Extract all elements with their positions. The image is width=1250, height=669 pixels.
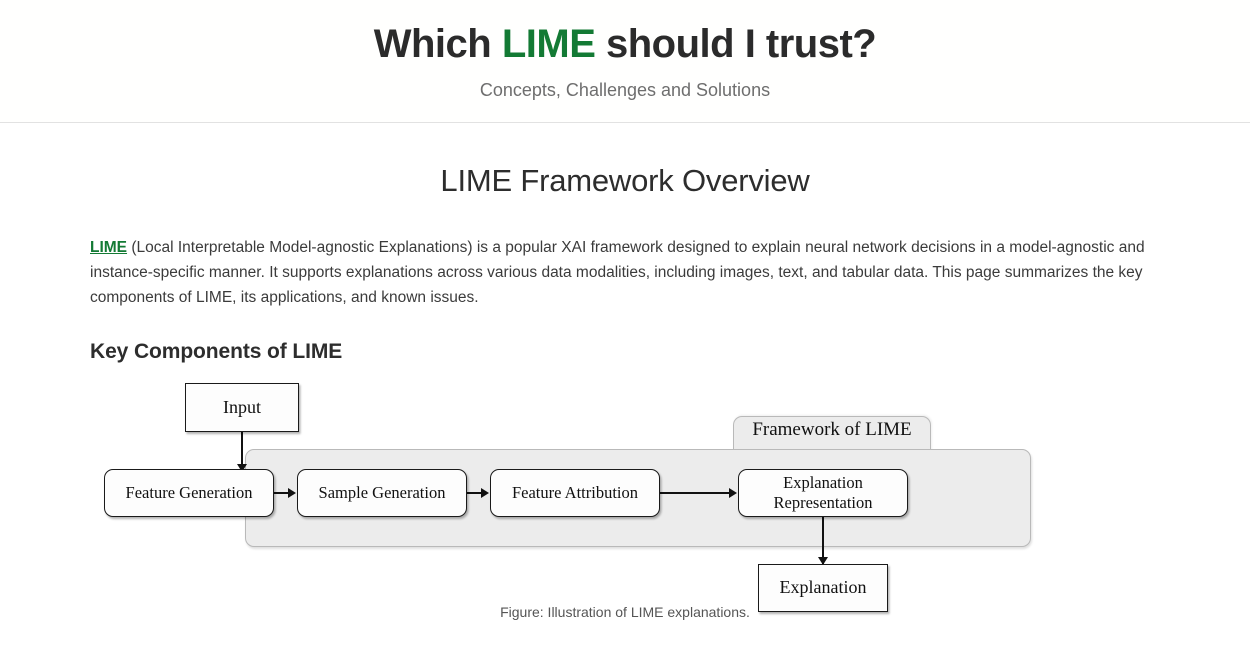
diagram-node-feature-attribution: Feature Attribution bbox=[490, 468, 660, 517]
figure-block: Framework of LIME Input Feature Generati… bbox=[90, 376, 1160, 626]
diagram-node-explanation-representation-line1: Explanation bbox=[783, 473, 863, 493]
connector-input-to-feature-generation bbox=[241, 431, 243, 472]
arrowhead-explanation-representation-to-explanation bbox=[818, 556, 828, 565]
diagram-node-feature-generation: Feature Generation bbox=[104, 468, 274, 517]
arrowhead-feature-attribution-to-explanation-representation bbox=[729, 487, 737, 498]
arrowhead-feature-generation-to-sample-generation bbox=[288, 487, 296, 498]
page-title: Which LIME should I trust? bbox=[0, 22, 1250, 66]
arrowhead-input-to-feature-generation bbox=[237, 463, 247, 472]
intro-paragraph-text: (Local Interpretable Model-agnostic Expl… bbox=[90, 238, 1145, 306]
intro-paragraph: LIME (Local Interpretable Model-agnostic… bbox=[90, 235, 1160, 310]
connector-explanation-representation-to-explanation bbox=[822, 516, 824, 565]
page-subtitle: Concepts, Challenges and Solutions bbox=[479, 80, 771, 100]
lime-link[interactable]: LIME bbox=[90, 238, 128, 256]
diagram-node-explanation-representation: Explanation Representation bbox=[738, 468, 908, 517]
subsection-title: Key Components of LIME bbox=[90, 339, 343, 363]
diagram-node-explanation-representation-line2: Representation bbox=[773, 492, 873, 512]
arrowhead-sample-generation-to-feature-attribution bbox=[481, 487, 489, 498]
connector-sample-generation-to-feature-attribution bbox=[467, 491, 483, 494]
framework-container-label: Framework of LIME bbox=[752, 418, 912, 440]
diagram-node-explanation: Explanation bbox=[758, 563, 888, 612]
page-title-prefix: Which bbox=[373, 22, 502, 66]
page-title-brand: LIME bbox=[501, 22, 596, 66]
page-title-suffix: should I trust? bbox=[595, 22, 877, 66]
connector-feature-generation-to-sample-generation bbox=[274, 491, 290, 494]
main-content: LIME Framework Overview LIME (Local Inte… bbox=[90, 163, 1160, 626]
page-header: Which LIME should I trust? Concepts, Cha… bbox=[0, 0, 1250, 123]
connector-feature-attribution-to-explanation-representation bbox=[660, 491, 731, 494]
figure-caption: Figure: Illustration of LIME explanation… bbox=[500, 603, 750, 620]
diagram-node-sample-generation: Sample Generation bbox=[297, 468, 467, 517]
lime-framework-diagram: Framework of LIME Input Feature Generati… bbox=[90, 376, 1160, 612]
section-title: LIME Framework Overview bbox=[440, 162, 810, 198]
diagram-node-input: Input bbox=[185, 382, 299, 432]
